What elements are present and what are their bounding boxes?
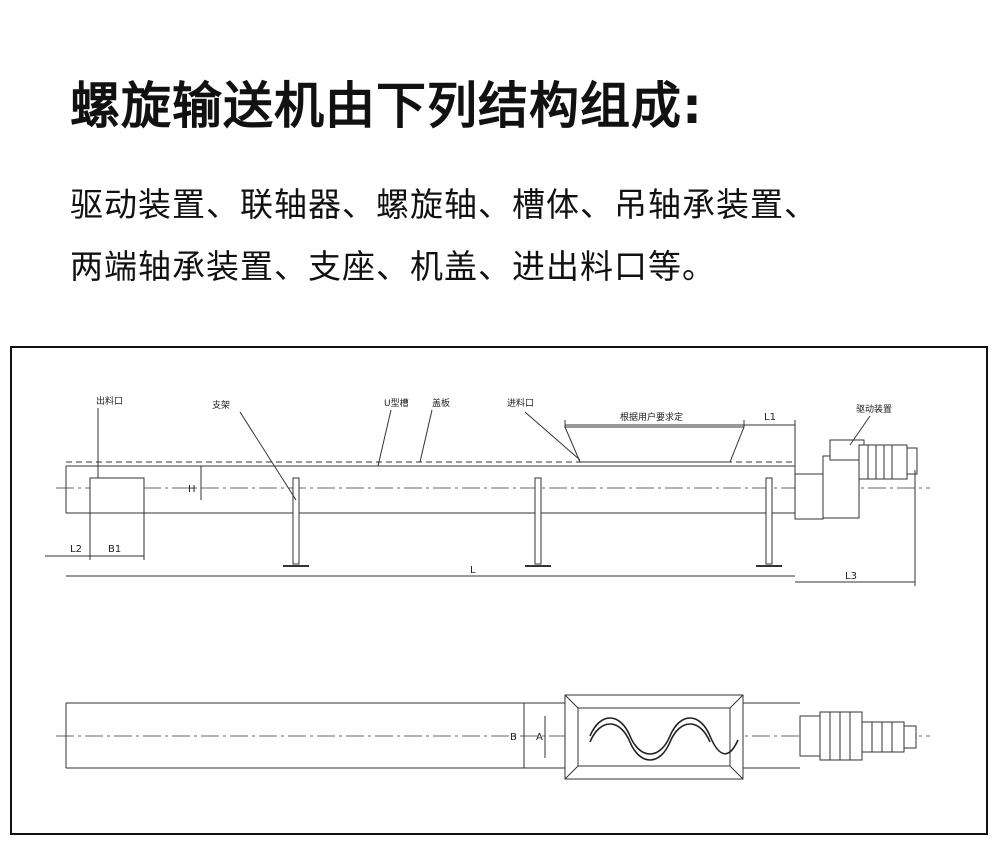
inlet-hopper — [564, 420, 745, 463]
inlet-label: 进料口 — [507, 397, 534, 409]
support-2 — [525, 477, 551, 567]
drive-label: 驱动装置 — [856, 403, 892, 415]
u-trough-label: U型槽 — [384, 397, 409, 409]
page-title: 螺旋输送机由下列结构组成: — [70, 77, 703, 135]
dim-b: B — [510, 732, 517, 743]
dim-l1: L1 — [764, 412, 776, 423]
outlet-box — [89, 477, 145, 560]
screw-flight — [589, 717, 739, 761]
dim-l2: L2 — [70, 544, 82, 555]
dim-h: H — [188, 484, 196, 495]
per-user-label: 根据用户要求定 — [620, 411, 683, 423]
structure-description-line-1: 驱动装置、联轴器、螺旋轴、槽体、吊轴承装置、 — [70, 185, 818, 224]
dim-l3: L3 — [845, 571, 857, 582]
dim-a: A — [536, 732, 543, 743]
dim-b1: B1 — [108, 544, 121, 555]
dim-l: L — [470, 565, 476, 576]
cover-label: 盖板 — [432, 397, 450, 409]
structure-description-line-2: 两端轴承装置、支座、机盖、进出料口等。 — [70, 247, 716, 286]
top-view-trough — [56, 702, 930, 769]
support-label: 支架 — [212, 399, 230, 411]
drive-unit-side — [794, 439, 918, 520]
drive-unit-top — [799, 711, 917, 761]
side-view-trough — [56, 461, 930, 514]
outlet-label: 出料口 — [96, 395, 123, 407]
support-1 — [283, 477, 309, 567]
support-3 — [756, 477, 782, 567]
top-view-inlet — [564, 694, 744, 780]
